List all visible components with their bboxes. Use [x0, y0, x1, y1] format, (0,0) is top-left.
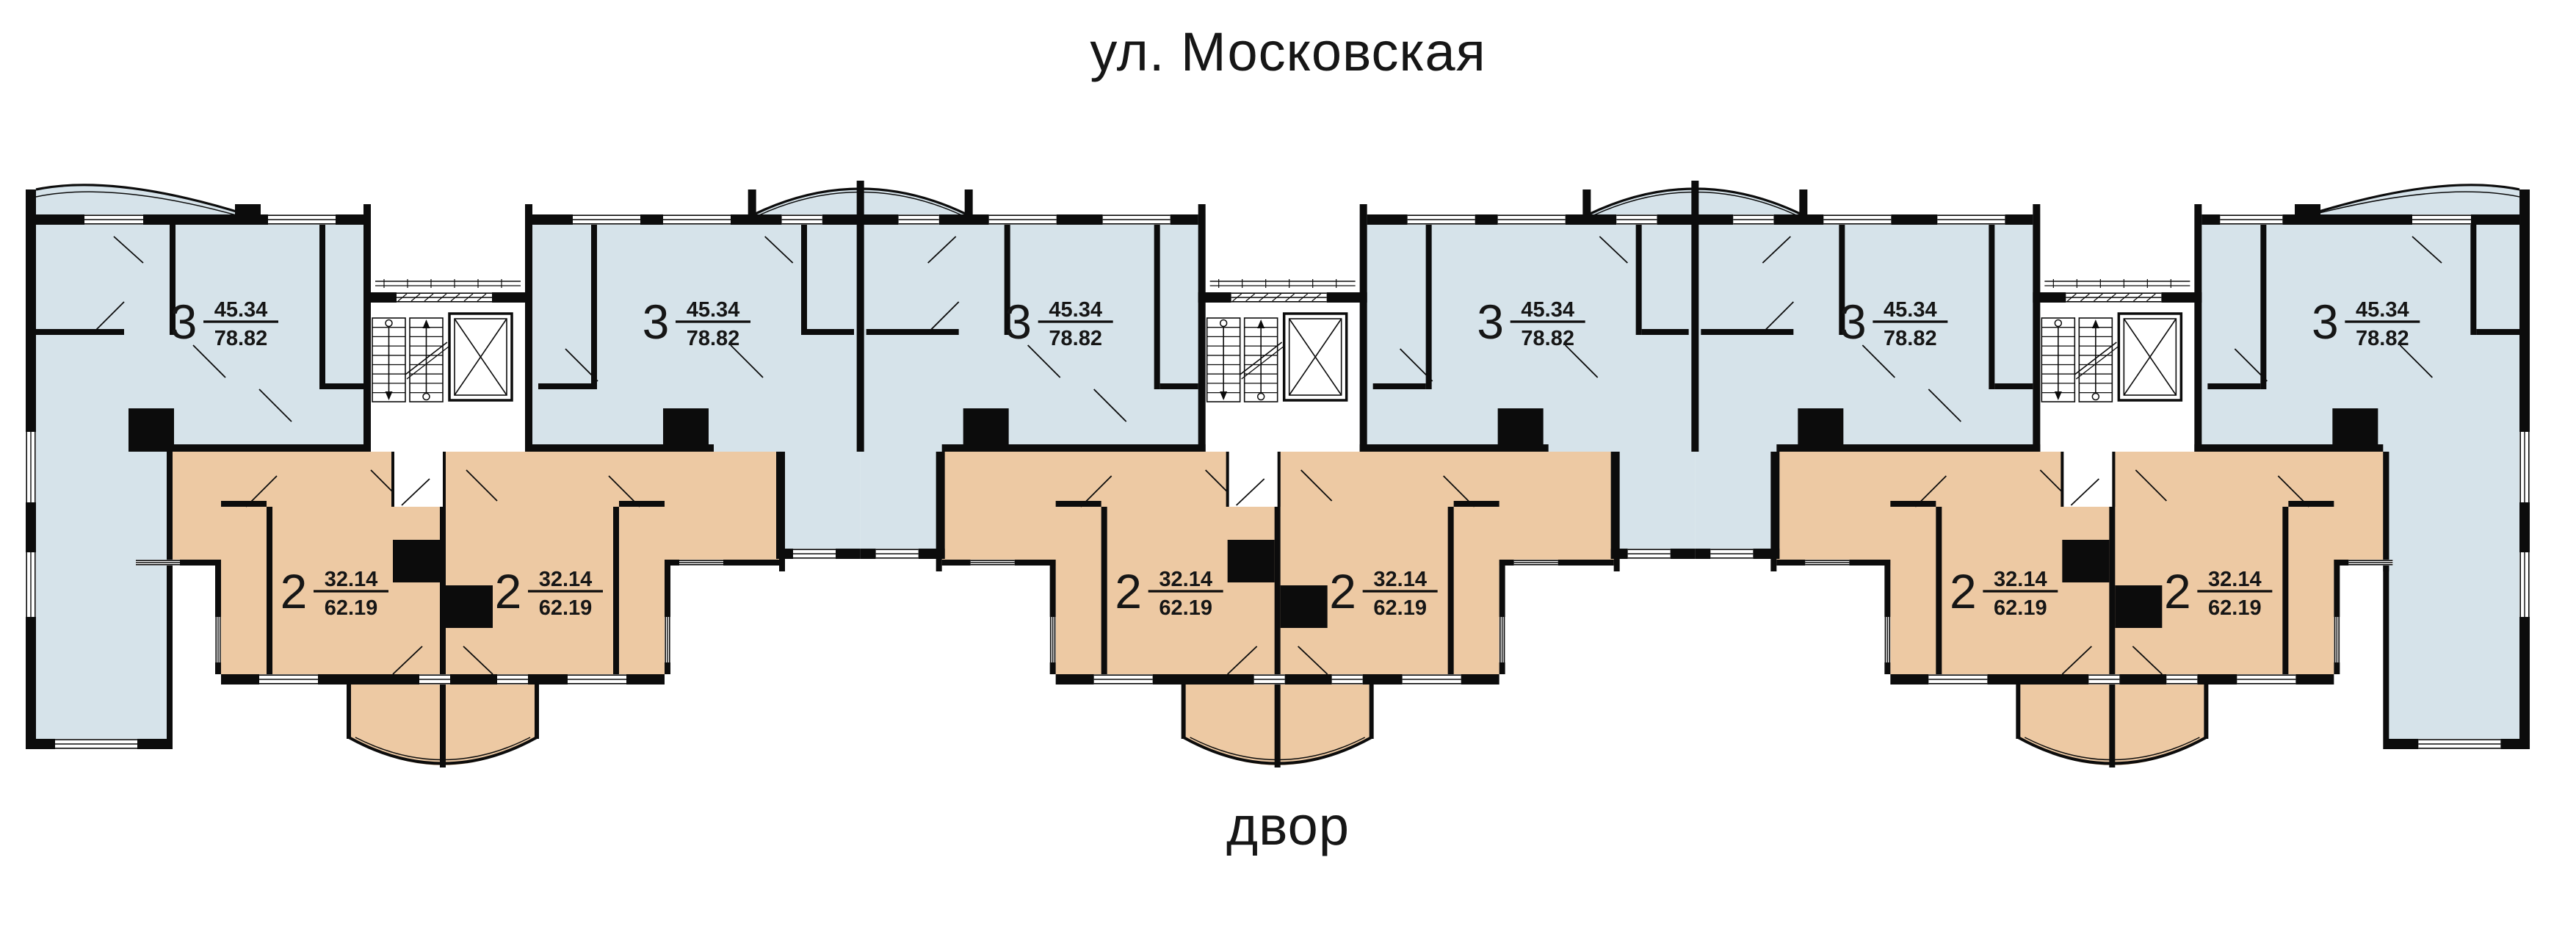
area-living: 32.14 — [1994, 568, 2047, 591]
left-edge-bay-window — [35, 184, 261, 264]
area-total: 62.19 — [325, 596, 378, 620]
room-count: 2 — [1115, 564, 1142, 618]
apartment-label-3-room: 3 45.34 78.82 — [2312, 295, 2420, 350]
area-living: 32.14 — [325, 568, 378, 591]
room-count: 3 — [2312, 295, 2339, 349]
area-total: 62.19 — [539, 596, 593, 620]
room-count: 3 — [1005, 295, 1032, 349]
area-total: 62.19 — [2208, 596, 2262, 620]
area-total: 62.19 — [1373, 596, 1427, 620]
elevator — [448, 312, 513, 402]
street-label: ул. Московская — [1090, 21, 1486, 82]
area-total: 78.82 — [2356, 327, 2409, 350]
building-section-3: 3 45.34 78.82 3 45.34 78.82 2 32.14 62.19 2 32.14 6… — [1695, 185, 2530, 767]
room-count: 3 — [1839, 295, 1867, 349]
courtyard-label: двор — [1226, 795, 1350, 856]
elevator — [1282, 312, 1348, 402]
apartment-label-2-room: 2 32.14 62.19 — [495, 564, 603, 620]
apartment-label-3-room: 3 45.34 78.82 — [643, 295, 750, 350]
area-living: 32.14 — [539, 568, 593, 591]
building-section-1: 3 45.34 78.82 3 45.34 78.82 2 32.14 62.19 2 32.14 6… — [26, 185, 861, 767]
section-divider-wall — [1691, 181, 1699, 452]
blue-left-wing — [26, 452, 173, 739]
area-total: 62.19 — [1159, 596, 1212, 620]
blue-right-wing — [2383, 452, 2530, 739]
elevator — [2117, 312, 2183, 402]
apartment-label-2-room: 2 32.14 62.19 — [1950, 564, 2058, 620]
area-living: 32.14 — [2208, 568, 2262, 591]
building-section-2: 3 45.34 78.82 3 45.34 78.82 2 32.14 62.19 2 32.14 6… — [860, 185, 1696, 767]
area-living: 32.14 — [1373, 568, 1427, 591]
area-living: 45.34 — [2356, 298, 2409, 322]
apartments-2-room-band — [173, 452, 779, 566]
area-total: 78.82 — [214, 327, 268, 350]
area-living: 45.34 — [1884, 298, 1937, 322]
entry — [1227, 444, 1279, 507]
room-count: 2 — [1329, 564, 1356, 618]
room-count: 3 — [170, 295, 198, 349]
apartment-label-3-room: 3 45.34 78.82 — [170, 295, 278, 350]
apartment-label-2-room: 2 32.14 62.19 — [2164, 564, 2273, 620]
area-total: 78.82 — [1049, 327, 1102, 350]
apartment-label-3-room: 3 45.34 78.82 — [1839, 295, 1948, 350]
area-total: 78.82 — [687, 327, 740, 350]
apartment-label-2-room: 2 32.14 62.19 — [1115, 564, 1223, 620]
room-count: 2 — [281, 564, 308, 618]
entry — [2062, 444, 2114, 507]
area-living: 45.34 — [687, 298, 740, 322]
section-divider-wall — [856, 181, 864, 452]
room-count: 2 — [1950, 564, 1977, 618]
area-total: 78.82 — [1884, 327, 1937, 350]
area-total: 62.19 — [1994, 596, 2047, 620]
area-living: 45.34 — [214, 298, 268, 322]
right-edge-bay-window — [2295, 184, 2520, 264]
apartment-label-2-room: 2 32.14 62.19 — [281, 564, 388, 620]
entry — [393, 444, 444, 507]
junction-bay-window — [1582, 181, 1808, 452]
room-count: 2 — [495, 564, 522, 618]
apartment-label-2-room: 2 32.14 62.19 — [1329, 564, 1438, 620]
stair-core — [2033, 185, 2202, 507]
area-living: 45.34 — [1049, 298, 1102, 322]
area-living: 32.14 — [1159, 568, 1212, 591]
area-total: 78.82 — [1521, 327, 1574, 350]
apartment-label-3-room: 3 45.34 78.82 — [1477, 295, 1585, 350]
blue-left-room — [1695, 452, 1780, 549]
blue-left-room — [860, 452, 945, 549]
stair-core — [1198, 185, 1367, 507]
blue-right-room — [776, 452, 861, 549]
room-count: 3 — [643, 295, 670, 349]
blue-right-room — [1610, 452, 1696, 549]
apartment-label-3-room: 3 45.34 78.82 — [1005, 295, 1113, 350]
junction-bay-window — [748, 181, 973, 452]
area-living: 45.34 — [1521, 298, 1574, 322]
stair-core — [363, 185, 532, 507]
room-count: 3 — [1477, 295, 1504, 349]
room-count: 2 — [2164, 564, 2191, 618]
